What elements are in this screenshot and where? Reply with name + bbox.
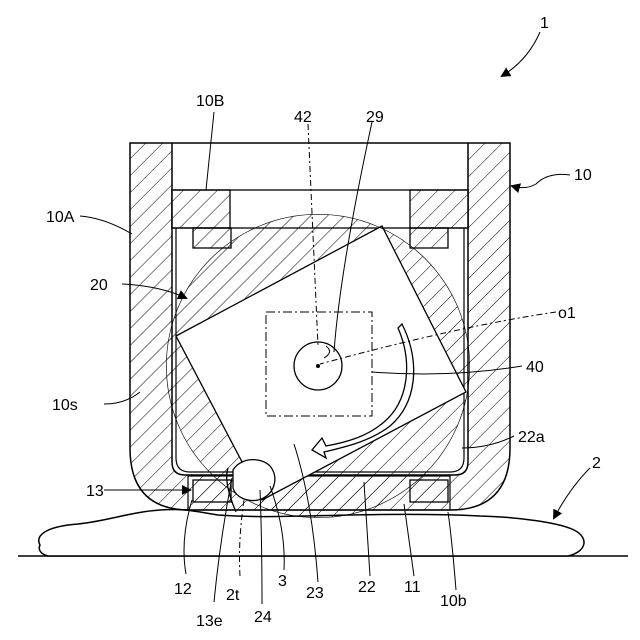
label-2t: 2t xyxy=(226,587,240,604)
label-3: 3 xyxy=(278,573,287,590)
label-13e: 13e xyxy=(196,613,223,630)
label-13: 13 xyxy=(86,483,104,500)
leader-10B xyxy=(206,112,214,190)
label-11: 11 xyxy=(404,579,421,596)
leader-2 xyxy=(554,468,590,518)
label-23: 23 xyxy=(306,585,324,602)
label-22: 22 xyxy=(358,579,376,596)
leader-10 xyxy=(512,174,570,187)
label-o1: o1 xyxy=(558,305,576,322)
label-10A: 10A xyxy=(46,209,75,226)
top-pad-right xyxy=(410,190,468,228)
label-22a: 22a xyxy=(518,429,545,446)
ball xyxy=(233,460,275,501)
leader-10A xyxy=(80,216,132,234)
label-10s: 10s xyxy=(52,397,78,414)
label-10B: 10B xyxy=(196,93,224,110)
top-bearing-right xyxy=(410,228,448,248)
leader-1 xyxy=(502,32,540,76)
label-20: 20 xyxy=(90,277,108,294)
label-12: 12 xyxy=(174,581,192,598)
label-2: 2 xyxy=(592,455,601,472)
label-29: 29 xyxy=(366,109,384,126)
label-24: 24 xyxy=(254,609,272,626)
top-bearing-left xyxy=(193,228,231,248)
center-point xyxy=(316,364,320,368)
label-42: 42 xyxy=(294,109,312,126)
bottom-bearing-right xyxy=(410,480,448,502)
label-40: 40 xyxy=(526,359,544,376)
label-10: 10 xyxy=(574,167,592,184)
label-10b: 10b xyxy=(440,593,467,610)
top-pad-left xyxy=(172,190,230,228)
label-1: 1 xyxy=(540,15,549,32)
